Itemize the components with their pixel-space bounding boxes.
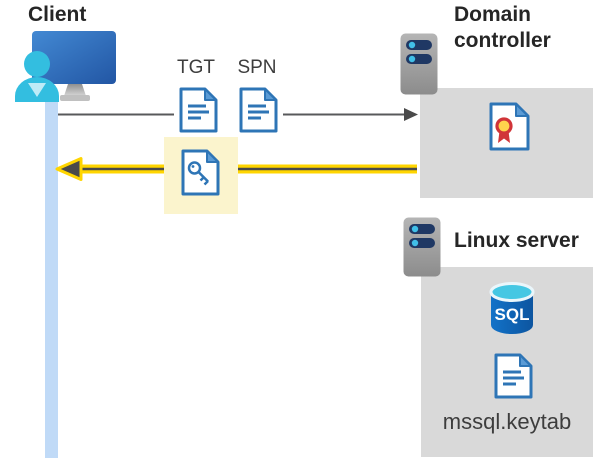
tgt-document-icon	[179, 87, 218, 133]
domain-controller-label: Domain controller	[454, 3, 551, 52]
monitor-icon	[32, 31, 116, 101]
spn-label: SPN	[237, 57, 277, 78]
person-icon	[15, 51, 59, 102]
sql-database-icon: SQL	[489, 282, 535, 334]
key-document-icon	[181, 149, 220, 196]
keytab-label: mssql.keytab	[442, 409, 572, 434]
client-lifeline	[45, 96, 58, 458]
linux-server-icon	[403, 217, 441, 277]
client-label: Client	[28, 3, 87, 26]
domain-controller-server-icon	[400, 33, 438, 95]
response-arrow-icon	[55, 157, 417, 181]
spn-document-icon	[239, 87, 278, 133]
request-arrow-icon	[58, 108, 418, 121]
tgt-label: TGT	[177, 57, 215, 78]
linux-server-label: Linux server	[454, 229, 579, 252]
keytab-document-icon	[494, 353, 533, 399]
sql-badge-text: SQL	[495, 305, 530, 324]
client-icon	[15, 31, 116, 102]
certificate-icon	[489, 102, 530, 151]
key-icon	[187, 161, 209, 186]
